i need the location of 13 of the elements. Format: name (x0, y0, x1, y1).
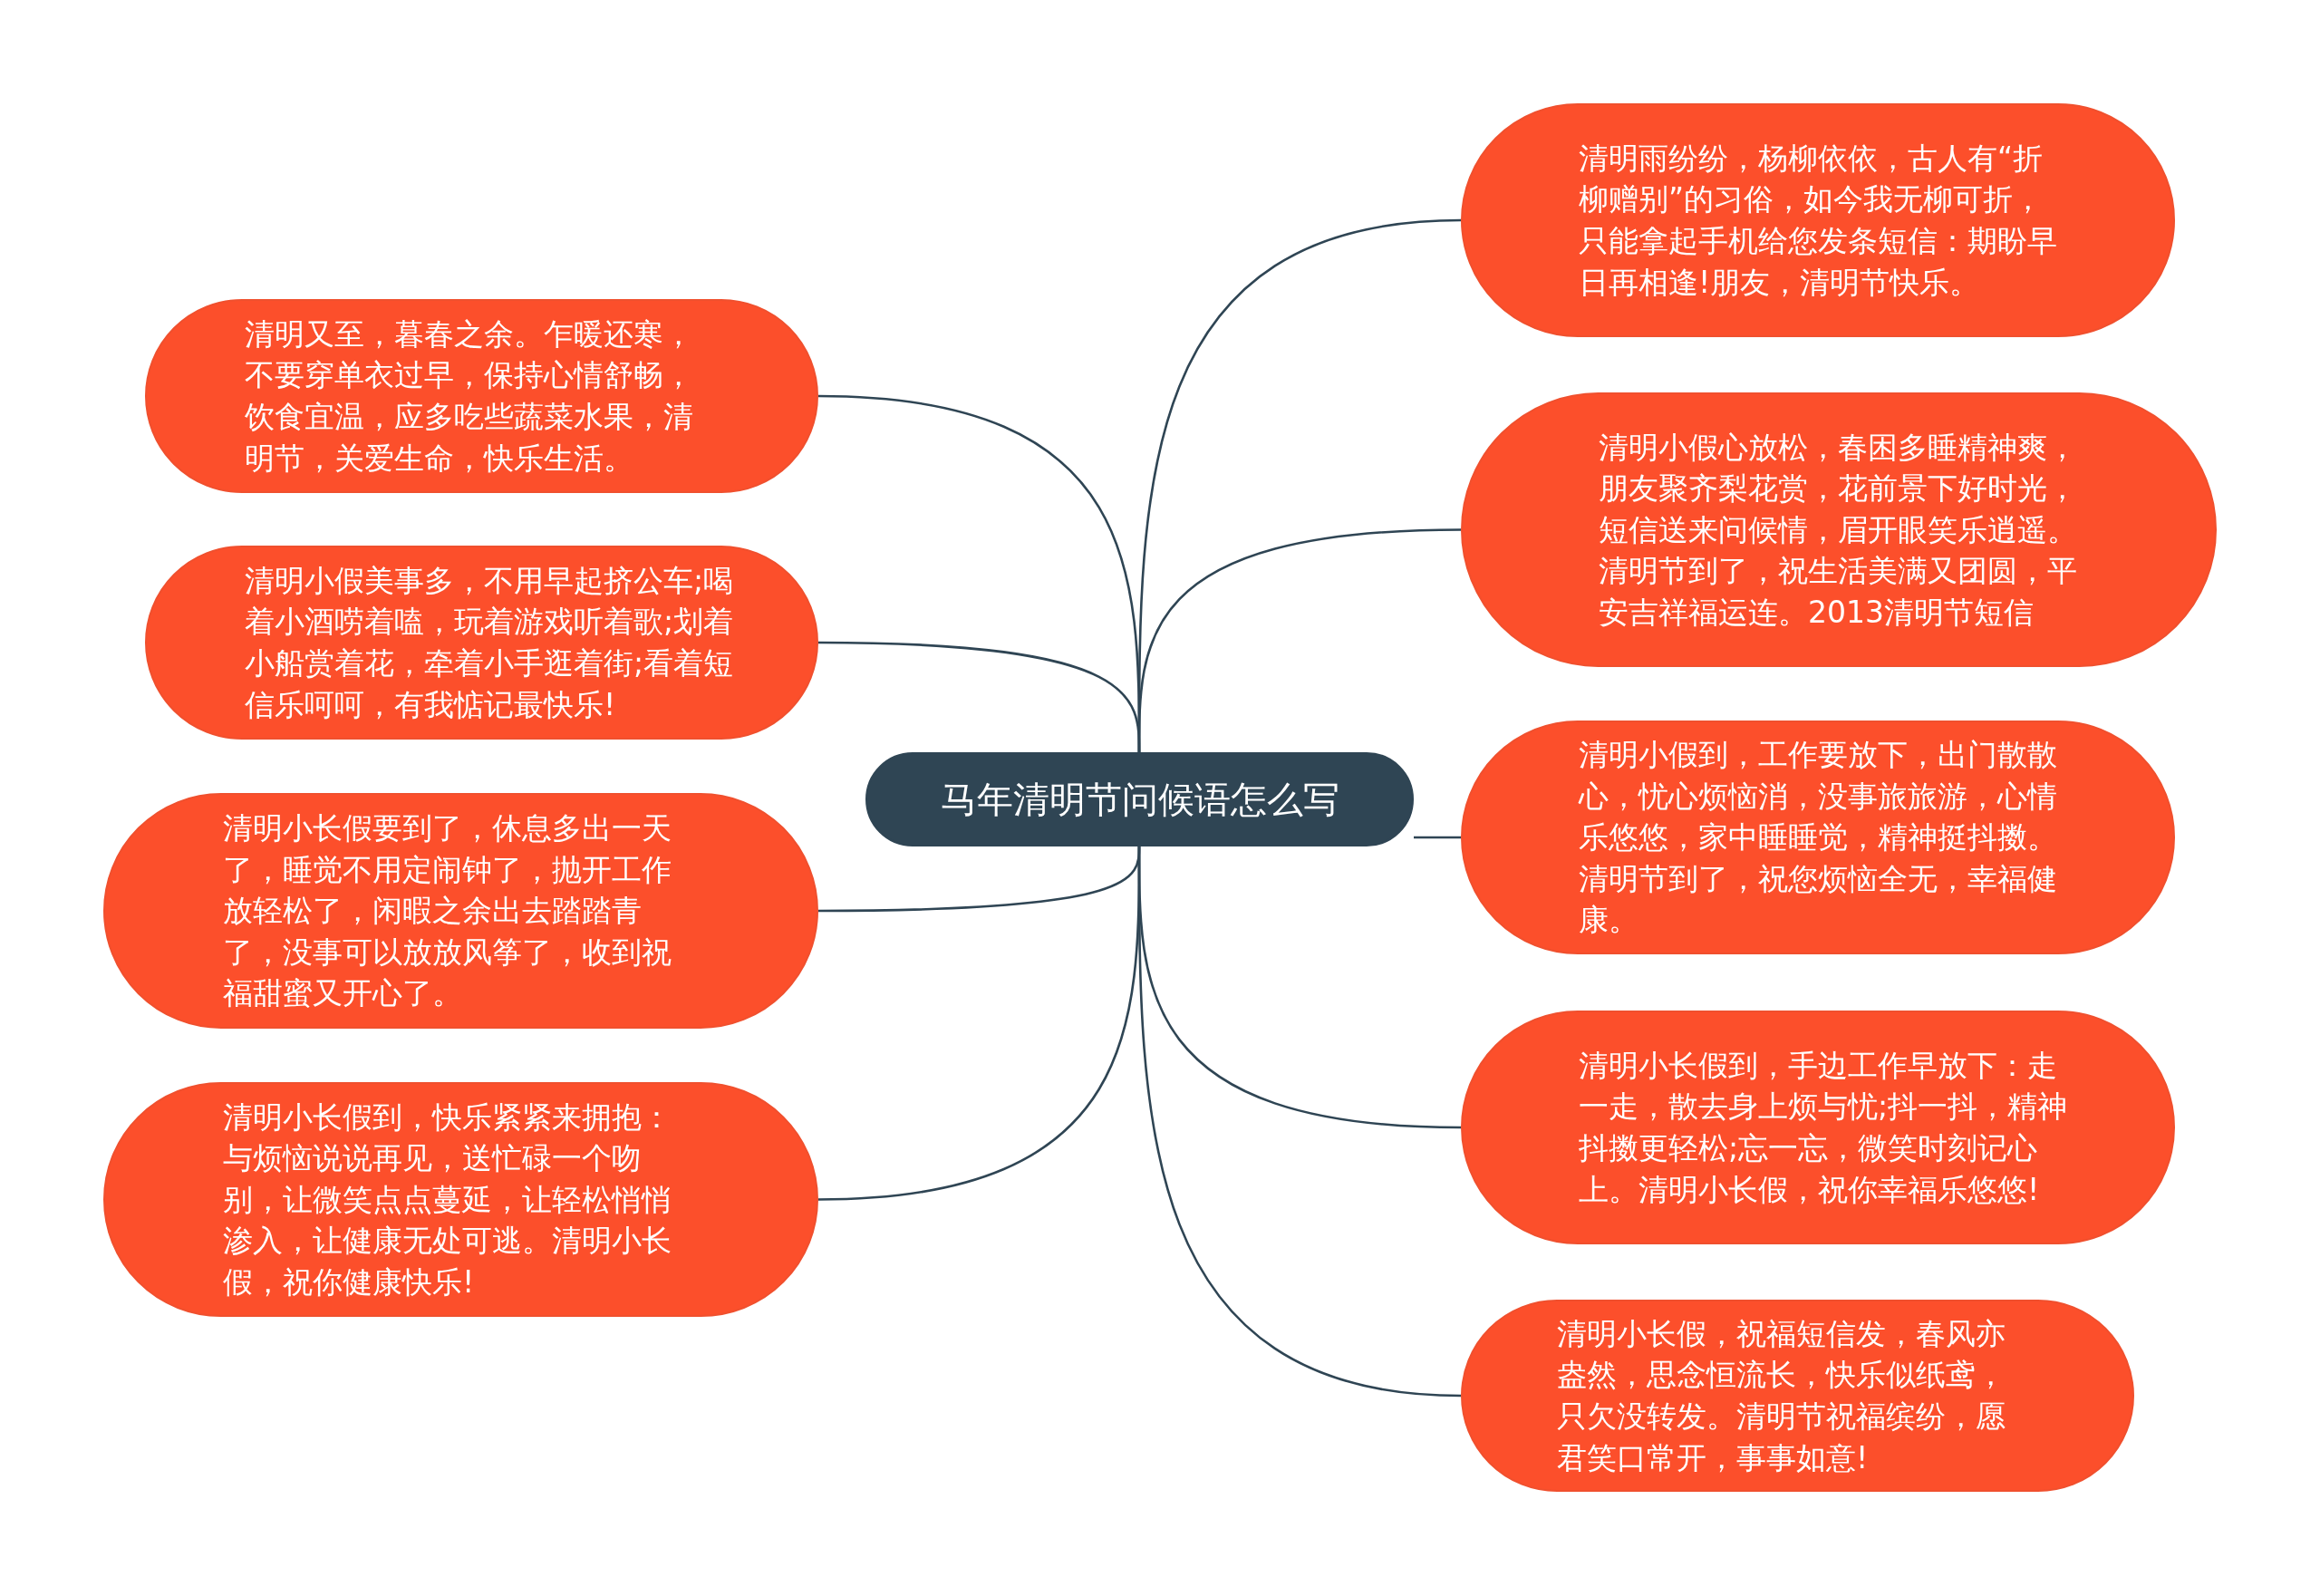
greeting-text: 清明小假美事多，不用早起挤公车;喝着小酒唠着嗑，玩着游戏听着歌;划着小船赏着花，牵着小手逛着街;看着短信乐呵呵，有我惦记最快乐! (245, 561, 734, 724)
connector-line (1137, 846, 1462, 1398)
connector-line (1137, 528, 1462, 752)
greeting-text: 清明小长假到，手边工作早放下：走一走，散去身上烦与忧;抖一抖，精神抖擞更轻松;忘一忘，微笑时刻记心上。清明小长假，祝你幸福乐悠悠! (1579, 1046, 2068, 1209)
topic-title: 马年清明节问候语怎么写 (940, 778, 1339, 821)
greeting-text: 清明小长假，祝福短信发，春风亦盎然，思念恒流长，快乐似纸鸢，只欠没转发。清明节祝福缤纷，愿君笑口常开，事事如意! (1557, 1314, 2006, 1477)
greeting-text: 清明小假心放松，春困多睡精神爽，朋友聚齐梨花赏，花前景下好时光，短信送来问候情，眉开眼笑乐逍遥。清明节到了，祝生活美满又团圆，平安吉祥福运连。2013清明节短信 (1599, 428, 2078, 632)
greeting-text: 清明小长假要到了，休息多出一天了，睡觉不用定闹钟了，抛开工作放轻松了，闲暇之余出去踏踏青了，没事可以放放风筝了，收到祝福甜蜜又开心了。 (223, 809, 672, 1013)
greeting-text: 清明小假到，工作要放下，出门散散心，忧心烦恼消，没事旅旅游，心情乐悠悠，家中睡睡觉，精神挺抖擞。清明节到了，祝您烦恼全无，幸福健康。 (1579, 736, 2058, 940)
greeting-text: 清明又至，暮春之余。乍暖还寒，不要穿单衣过早，保持心情舒畅，饮食宜温，应多吃些蔬菜水果，清明节，关爱生命，快乐生活。 (245, 314, 694, 478)
greeting-text: 清明小长假到，快乐紧紧来拥抱：与烦恼说说再见，送忙碌一个吻别，让微笑点点蔓延，让轻松悄悄渗入，让健康无处可逃。清明小长假，祝你健康快乐! (223, 1098, 672, 1301)
connector-line (1414, 836, 1461, 839)
greeting-text: 清明雨纷纷，杨柳依依，古人有“折柳赠别”的习俗，如今我无柳可折，只能拿起手机给您发条短信：期盼早日再相逢!朋友，清明节快乐。 (1579, 139, 2058, 302)
